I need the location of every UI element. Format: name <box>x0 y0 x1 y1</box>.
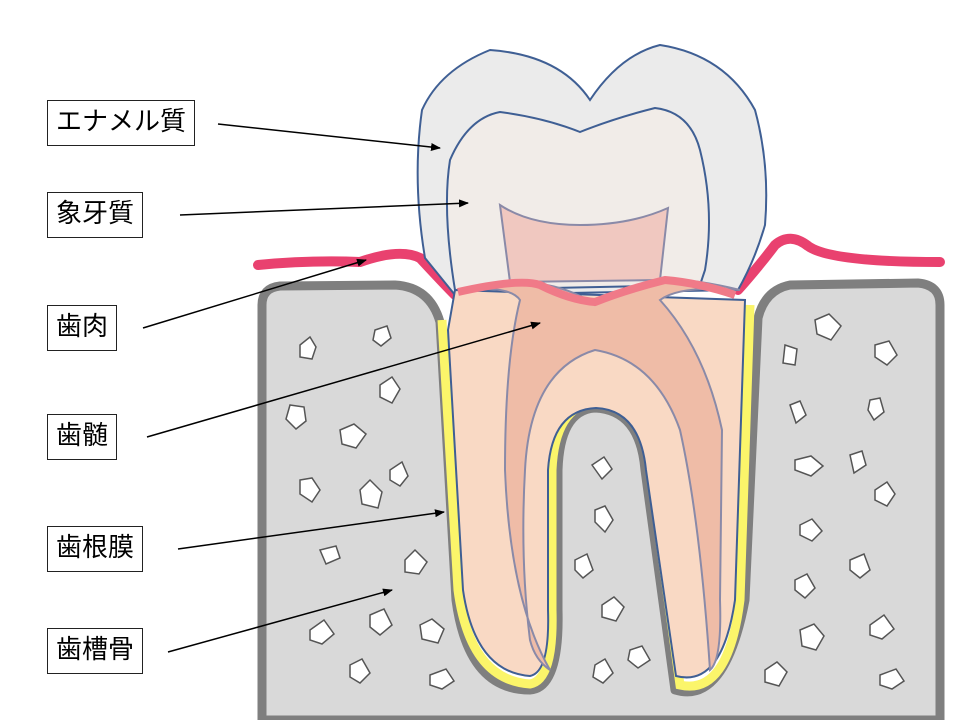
crown-root-junction <box>457 275 737 307</box>
gum-line <box>253 248 460 300</box>
bone-speckles <box>285 313 906 690</box>
gum-line-right <box>733 233 945 295</box>
pulp-chamber <box>498 202 670 284</box>
annotation-arrows <box>142 123 541 653</box>
pulp-canal <box>459 279 741 673</box>
arrow-enamel <box>217 123 441 152</box>
alveolar-bone <box>257 278 945 720</box>
label-dentin: 象牙質 <box>47 192 144 238</box>
arrow-ligament <box>177 509 445 550</box>
arrow-bone <box>167 588 393 653</box>
label-gum: 歯肉 <box>47 305 118 351</box>
arrow-pulp <box>146 321 541 438</box>
arrow-dentin <box>179 199 469 216</box>
arrow-gum <box>142 258 367 329</box>
label-bone: 歯槽骨 <box>47 628 144 674</box>
label-ligament: 歯根膜 <box>47 526 144 572</box>
label-enamel: エナメル質 <box>47 100 196 146</box>
label-pulp: 歯髄 <box>47 414 118 460</box>
